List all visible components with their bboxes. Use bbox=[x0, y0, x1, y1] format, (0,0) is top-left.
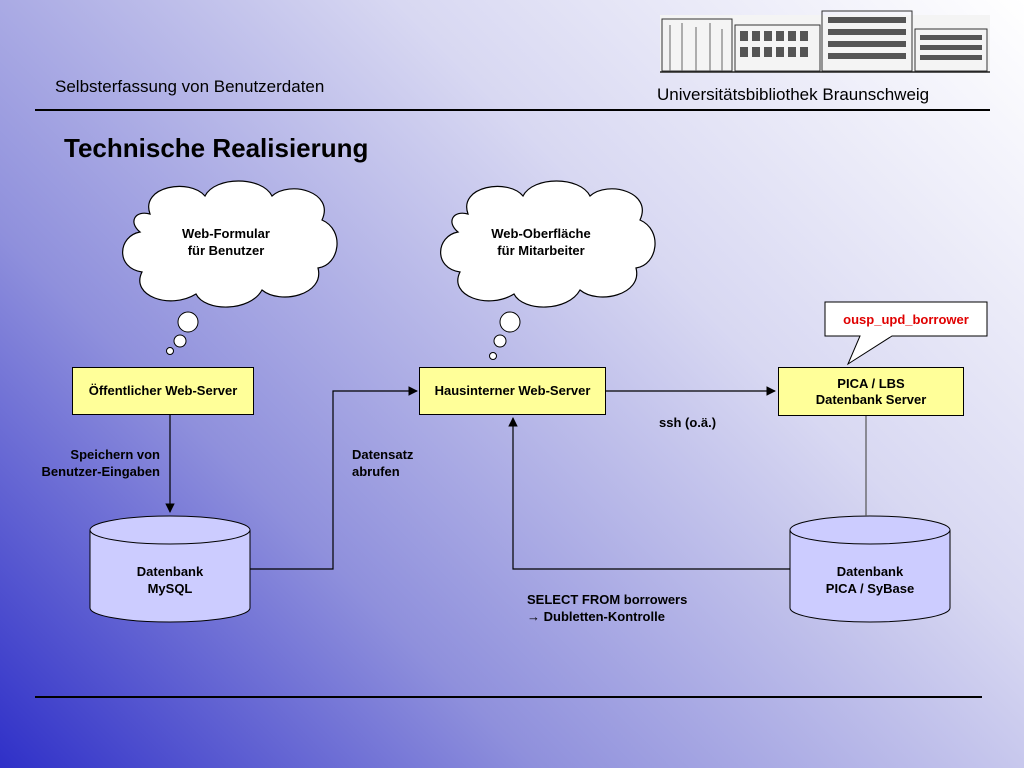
database-pica-shape bbox=[789, 515, 951, 623]
thought-bubble-small bbox=[489, 352, 497, 360]
internal-web-server-box: Hausinterner Web-Server bbox=[419, 367, 606, 415]
page-title: Technische Realisierung bbox=[64, 133, 369, 163]
database-pica-label: Datenbank PICA / SyBase bbox=[825, 564, 915, 596]
label-ssh: ssh (o.ä.) bbox=[659, 415, 717, 430]
arrow-mysql-to-internal bbox=[250, 386, 418, 570]
cloud-web-surface bbox=[440, 180, 656, 308]
thought-bubble-medium bbox=[493, 334, 507, 348]
database-mysql-shape bbox=[89, 515, 251, 623]
database-mysql-label: Datenbank MySQL bbox=[136, 564, 204, 596]
footer-divider bbox=[35, 696, 982, 698]
library-building-logo bbox=[660, 10, 990, 73]
label-save-input: Speichern von Benutzer-Eingaben bbox=[41, 447, 160, 479]
header-institution: Universitätsbibliothek Braunschweig bbox=[657, 85, 930, 104]
thought-bubble-large bbox=[177, 311, 199, 333]
label-fetch-record: Datensatz abrufen bbox=[352, 447, 414, 479]
callout-procedure-name: ousp_upd_borrower bbox=[843, 311, 969, 327]
header-subtitle: Selbsterfassung von Benutzerdaten bbox=[55, 77, 325, 96]
label-select-borrowers: SELECT FROM borrowers → Dubletten-Kontro… bbox=[527, 592, 688, 624]
thought-bubble-small bbox=[166, 347, 174, 355]
pica-server-label: PICA / LBS Datenbank Server bbox=[815, 375, 927, 407]
header-divider bbox=[35, 109, 990, 111]
cloud-web-form bbox=[122, 180, 338, 308]
callout-bubble bbox=[824, 301, 988, 366]
arrow-pica-db-to-internal bbox=[508, 417, 790, 570]
cloud-web-surface-label: Web-Oberfläche für Mitarbeiter bbox=[491, 226, 591, 258]
thought-bubble-medium bbox=[173, 334, 187, 348]
thought-bubble-large bbox=[499, 311, 521, 333]
public-web-server-box: Öffentlicher Web-Server bbox=[72, 367, 254, 415]
pica-server-box: PICA / LBS Datenbank Server bbox=[778, 367, 964, 416]
public-web-server-label: Öffentlicher Web-Server bbox=[88, 383, 238, 398]
cloud-web-form-label: Web-Formular für Benutzer bbox=[182, 226, 270, 258]
internal-web-server-label: Hausinterner Web-Server bbox=[434, 383, 591, 398]
